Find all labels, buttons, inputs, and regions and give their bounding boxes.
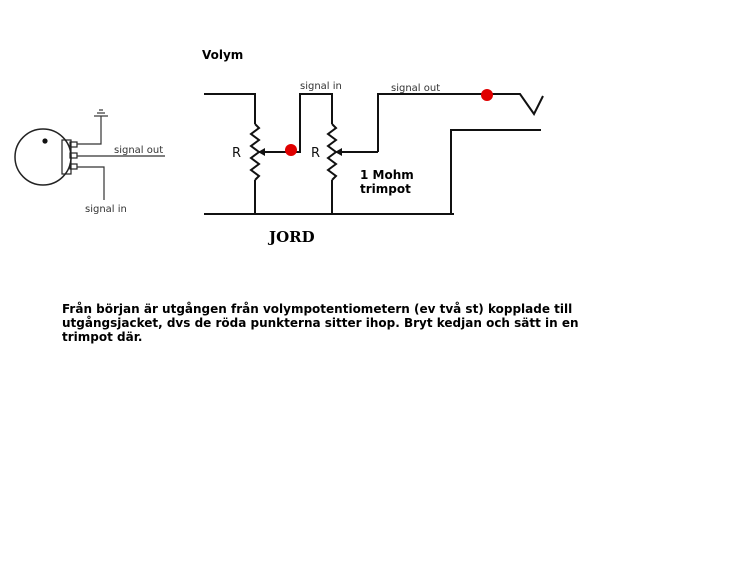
diagram-title: Volym [202,48,243,62]
pot-ground-wire [77,116,102,145]
ground-label: JORD [267,228,315,246]
resistor-2 [326,123,338,181]
pot-lug-housing [61,139,72,175]
jack-sleeve-wire [450,129,541,214]
resistor-1 [249,123,261,181]
pot-center-dot [42,138,48,144]
resistor-1-wiper-arrow [258,148,265,156]
pot-signal-in-label: signal in [85,204,127,215]
pot-signal-in-wire [77,166,105,200]
potentiometer-illustration: signal out signal in [14,109,165,215]
red-marker-1 [285,144,297,156]
resistor-1-label: R [232,146,241,161]
resistor-2-wiper-arrow [335,148,342,156]
signal-in-wire [290,93,333,153]
input-wire [204,93,256,124]
circuit-diagram: signal out signal in Volym R signal in R… [14,48,544,246]
signal-out-wire [377,93,544,152]
schematic: R signal in R signal out 1 Mohm trimpot … [204,81,544,246]
signal-in-label: signal in [300,81,342,92]
red-marker-2 [481,89,493,101]
trimpot-label-line2: trimpot [360,182,411,196]
pot-signal-out-label: signal out [114,145,163,156]
resistor-2-label: R [311,146,320,161]
signal-out-label: signal out [391,83,440,94]
caption-text: Från början är utgången från volympotent… [62,302,579,344]
trimpot-label-line1: 1 Mohm [360,168,414,182]
